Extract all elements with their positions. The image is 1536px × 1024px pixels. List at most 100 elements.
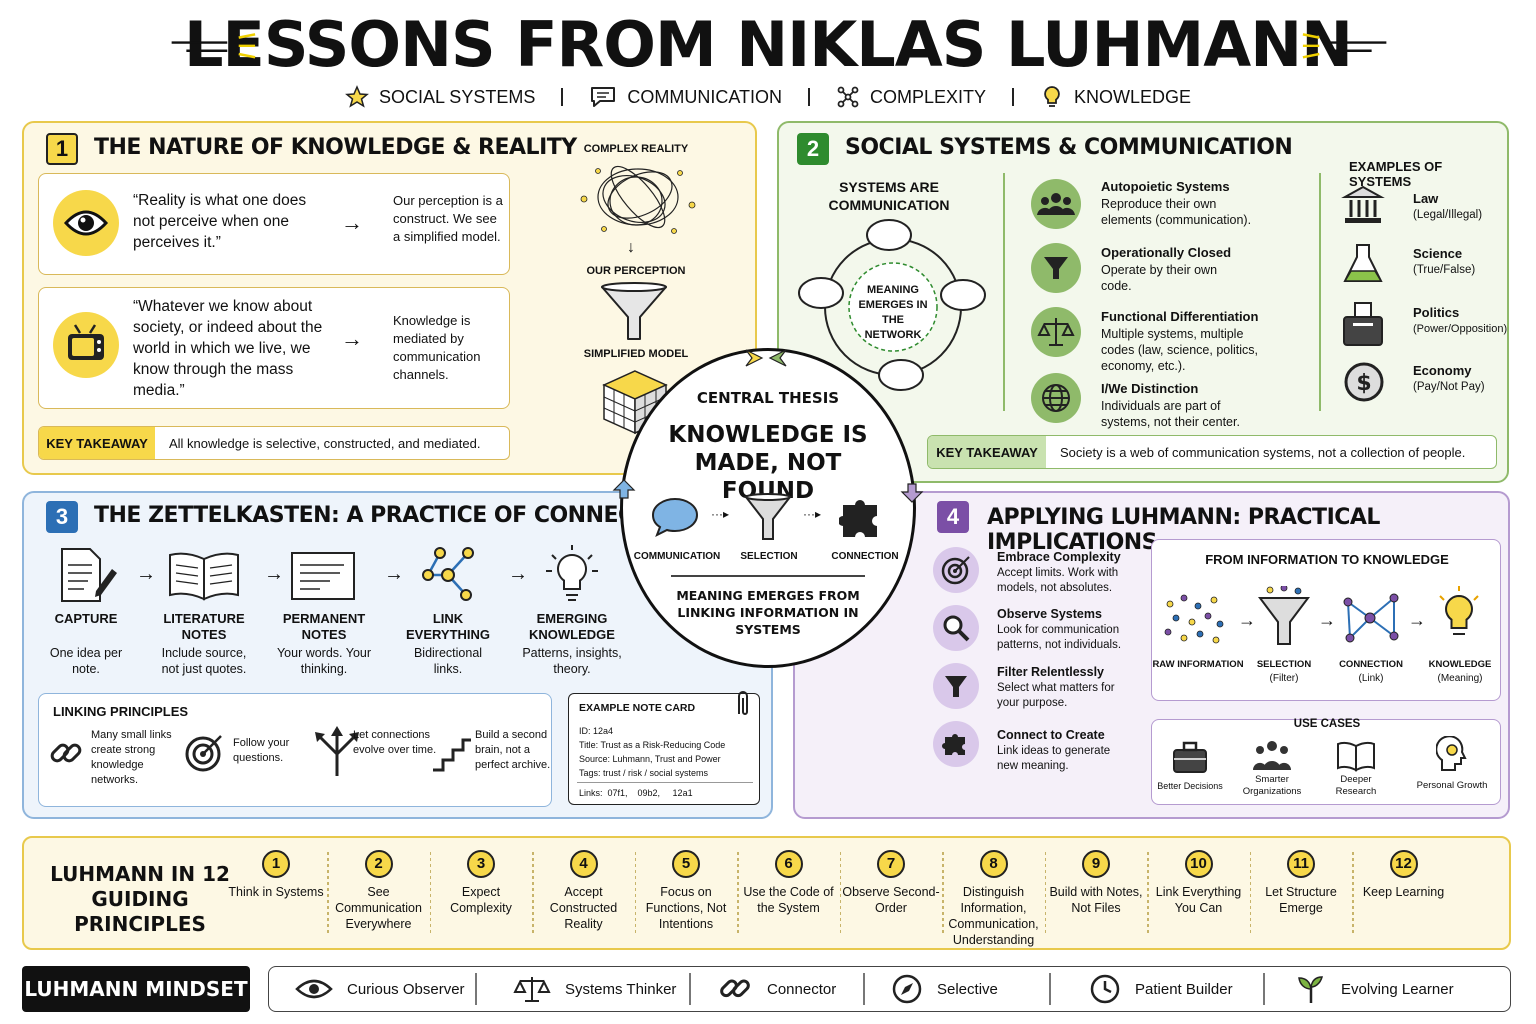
central-thesis-text: KNOWLEDGE IS MADE, NOT FOUND xyxy=(668,422,868,504)
globe-icon xyxy=(1031,373,1081,423)
principle-text: Follow your questions. xyxy=(233,737,290,764)
note-card-field: Tags: trust / risk / social systems xyxy=(579,768,709,778)
lightbulb-icon xyxy=(546,545,598,601)
mindset-bar: Curious Observer Systems Thinker Connect… xyxy=(268,966,1511,1012)
mindset-text: Evolving Learner xyxy=(1341,980,1454,998)
principle-number: 2 xyxy=(364,850,393,878)
property-text: Operate by their own code. xyxy=(1101,263,1218,293)
scattered-dots-icon xyxy=(1164,594,1224,644)
topic-communication: COMMUNICATION xyxy=(589,85,782,109)
principle-text: Let Structure Emerge xyxy=(1265,885,1337,915)
panel-zettelkasten: 3 THE ZETTELKASTEN: A PRACTICE OF CONNEC… xyxy=(22,491,773,819)
arrow-right-icon: → xyxy=(384,563,404,585)
flask-icon xyxy=(1343,244,1383,282)
principle-text: Let connections evolve over time. xyxy=(353,729,437,756)
topic-bar: SOCIAL SYSTEMS COMMUNICATION COMPLEXITY … xyxy=(0,84,1536,110)
arrow-right-icon: → xyxy=(508,563,528,585)
panel-number: 4 xyxy=(937,501,969,533)
magnifier-icon xyxy=(933,605,979,651)
topic-label: COMPLEXITY xyxy=(869,86,987,107)
zettelkasten-steps: CAPTURE One idea per note. → LITERATURE … xyxy=(34,543,634,683)
eye-icon xyxy=(295,979,333,999)
principle-text: Build a second brain, not a perfect arch… xyxy=(475,729,551,771)
panel-title: APPLYING LUHMANN: PRACTICAL IMPLICATIONS xyxy=(987,505,1380,555)
implication-title: Observe Systems xyxy=(997,607,1102,621)
property-text: Reproduce their own elements (communicat… xyxy=(1101,197,1252,227)
funnel-icon xyxy=(601,282,667,340)
book-icon xyxy=(1337,741,1375,772)
principle-number: 8 xyxy=(979,850,1008,878)
chain-icon xyxy=(720,979,750,998)
lightbulb-icon xyxy=(1439,586,1479,635)
flow-title: FROM INFORMATION TO KNOWLEDGE xyxy=(1205,552,1449,567)
takeaway-label: KEY TAKEAWAY xyxy=(928,436,1046,468)
implication-text: Accept limits. Work with models, not abs… xyxy=(997,567,1119,594)
implication-text: Look for communication patterns, not ind… xyxy=(997,624,1122,651)
central-thesis: CENTRAL THESIS KNOWLEDGE IS MADE, NOT FO… xyxy=(620,348,916,668)
dotted-arrow-icon: ···▸ xyxy=(711,507,730,521)
funnel-icon xyxy=(1031,243,1081,293)
network-icon xyxy=(422,547,474,601)
star-icon xyxy=(345,85,369,108)
principle-text: Think in Systems xyxy=(228,885,324,899)
step-text: One idea per note. xyxy=(49,646,123,676)
use-case-label: Deeper Research xyxy=(1335,774,1377,797)
property-text: Multiple systems, multiple codes (law, s… xyxy=(1101,327,1259,373)
implication-text: Select what matters for your purpose. xyxy=(997,682,1115,709)
step-title: EMERGING KNOWLEDGE xyxy=(529,611,615,642)
mindset-text: Connector xyxy=(767,980,837,998)
mindset-item: Connector xyxy=(719,967,836,1011)
implications-list: Embrace Complexity Accept limits. Work w… xyxy=(933,547,1153,787)
example-name: Economy xyxy=(1413,363,1472,378)
property-text: Individuals are part of systems, not the… xyxy=(1101,399,1240,429)
principle-text: Link Everything You Can xyxy=(1155,885,1242,915)
panel-title: THE ZETTELKASTEN: A PRACTICE OF CONNECTI… xyxy=(94,503,692,528)
panel-social-systems: 2 SOCIAL SYSTEMS & COMMUNICATION SYSTEMS… xyxy=(777,121,1509,483)
principle-number: 11 xyxy=(1287,850,1315,878)
takeaway-label: KEY TAKEAWAY xyxy=(39,427,155,459)
flow-label: SELECTION xyxy=(740,551,798,562)
network-icon xyxy=(837,86,859,108)
panel-number: 1 xyxy=(46,133,78,165)
dotted-arrow-icon: ···▸ xyxy=(803,507,822,521)
examples-title: EXAMPLES OF SYSTEMS xyxy=(1349,159,1443,189)
principle-text: Build with Notes, Not Files xyxy=(1049,885,1143,915)
compass-icon xyxy=(892,974,922,1004)
panel-title: SOCIAL SYSTEMS & COMMUNICATION xyxy=(845,135,1293,160)
target-icon xyxy=(185,735,222,772)
mindset-item: Selective xyxy=(891,967,998,1011)
arrow-right-icon: → xyxy=(341,210,363,235)
page-title: LESSONS FROM NIKLAS LUHMANN xyxy=(183,8,1353,81)
implication-title: Embrace Complexity xyxy=(997,550,1121,564)
speech-bubble-icon xyxy=(651,497,699,538)
step-title: LINK EVERYTHING xyxy=(405,611,491,642)
implication-title: Filter Relentlessly xyxy=(997,665,1104,679)
paperclip-icon xyxy=(738,691,748,715)
flow-step-title: RAW INFORMATION xyxy=(1152,659,1244,670)
step-text: Your words. Your thinking. xyxy=(276,646,372,676)
principle-text: Observe Second-Order xyxy=(842,885,940,915)
example-code: (True/False) xyxy=(1413,264,1476,276)
meaning-label: MEANING EMERGES IN THE NETWORK xyxy=(858,284,928,341)
puzzle-icon xyxy=(933,721,979,767)
example-name: Law xyxy=(1413,191,1439,206)
principle-number: 6 xyxy=(774,850,803,878)
flow-step-sub: (Meaning) xyxy=(1437,673,1483,684)
ballot-box-icon xyxy=(1343,302,1383,346)
clock-icon xyxy=(1090,974,1120,1004)
title-deco-left-icon xyxy=(171,33,256,59)
svg-text:$: $ xyxy=(1356,371,1371,396)
sprout-icon xyxy=(1298,976,1323,1003)
key-takeaway: KEY TAKEAWAY All knowledge is selective,… xyxy=(38,426,510,460)
step-text: Patterns, insights, theory. xyxy=(522,646,622,676)
scribble-icon xyxy=(580,165,696,234)
